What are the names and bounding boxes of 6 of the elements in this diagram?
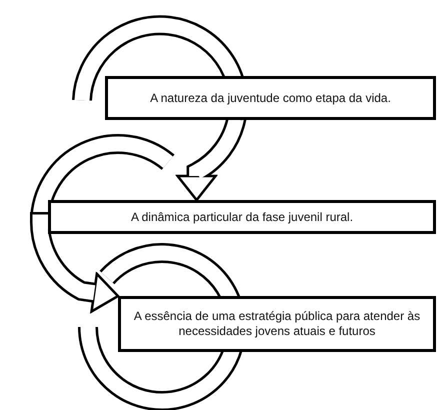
box-text: A dinâmica particular da fase juvenil rural. <box>130 210 354 224</box>
text-box <box>48 200 436 234</box>
box-text: A natureza da juventude como etapa da vida. <box>150 90 391 106</box>
box-text: A essência de uma estratégia pública para atender às necessidades jovens atuais e futuros <box>132 309 422 339</box>
text-box <box>105 76 436 120</box>
text-box <box>118 296 436 352</box>
